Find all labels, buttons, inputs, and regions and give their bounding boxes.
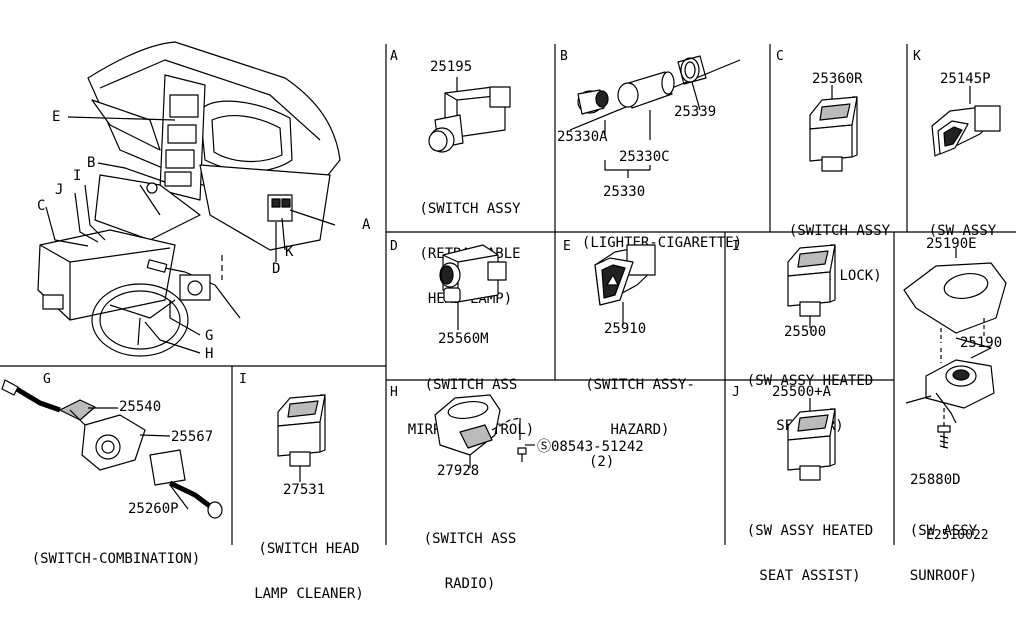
panel-h-part-number: 27928 — [437, 463, 480, 479]
callout-d: D — [272, 261, 281, 277]
panel-e-description: (SWITCH ASSY- HAZARD) — [557, 348, 723, 468]
callout-i: I — [73, 168, 82, 184]
panel-i-bottom-description: (SWITCH HEAD LAMP CLEANER) — [234, 512, 384, 632]
heated-seat-dr-switch-illustration — [787, 244, 836, 328]
panel-c-desc-line-1: (SWITCH ASSY — [788, 223, 891, 239]
panel-b-description: (LIGHTER-CIGARETTE) — [557, 206, 767, 281]
part-25330: 25330 — [603, 184, 646, 200]
vdc-switch-illustration — [931, 86, 1001, 157]
panel-i-top-part-number: 25500 — [784, 324, 827, 340]
panel-j-description: (SW ASSY HEATED SEAT ASSIST) — [727, 494, 893, 614]
part-25540: 25540 — [119, 399, 162, 415]
panel-d-desc-line-1: (SWITCH ASS — [424, 377, 518, 393]
panel-a-desc-line-1: (SWITCH ASSY — [419, 201, 521, 217]
mirror-control-switch-illustration — [439, 244, 507, 330]
panel-e-part-number: 25910 — [604, 321, 647, 337]
panel-e-letter: E — [563, 239, 571, 254]
panel-b-desc-line-1: (LIGHTER-CIGARETTE) — [581, 235, 743, 251]
part-25330a: 25330A — [557, 129, 608, 145]
diagram-code: E2510022 — [926, 528, 989, 543]
cigarette-lighter-illustration — [569, 55, 741, 178]
part-25880d: 25880D — [910, 472, 961, 488]
panel-h-description: (SWITCH ASS RADIO) — [390, 502, 550, 622]
screw-part-number: Ⓢ08543-51242 — [537, 439, 644, 455]
panel-grid-lines — [0, 44, 1016, 545]
door-lock-switch-illustration — [809, 85, 858, 172]
panel-i-bottom-desc-line-2: LAMP CLEANER) — [254, 586, 364, 602]
sunroof-desc-line-2: SUNROOF) — [909, 568, 978, 584]
overview-leader-lines — [45, 116, 336, 354]
part-25567: 25567 — [171, 429, 214, 445]
part-25260p: 25260P — [128, 501, 179, 517]
panel-k-desc-line-1: (SW ASSY — [928, 223, 997, 239]
panel-j-desc-line-1: (SW ASSY HEATED — [746, 523, 874, 539]
callout-g: G — [205, 328, 214, 344]
hazard-switch-illustration — [594, 244, 656, 325]
panel-h-desc-line-2: RADIO) — [444, 576, 496, 592]
panel-b-letter: B — [560, 49, 568, 64]
panel-j-desc-line-2: SEAT ASSIST) — [759, 568, 861, 584]
part-25330c: 25330C — [619, 149, 670, 165]
heated-seat-assist-switch-illustration — [787, 398, 836, 481]
panel-j-part-number: 25500+A — [772, 384, 832, 400]
panel-g-letter: G — [43, 372, 51, 387]
callout-j: J — [55, 182, 64, 198]
panel-c-letter: C — [776, 49, 784, 64]
panel-k-part-number: 25145P — [940, 71, 991, 87]
panel-g-desc-line-1: (SWITCH-COMBINATION) — [31, 551, 201, 567]
panel-i-top-letter: I — [732, 239, 740, 254]
panel-e-desc-line-1: (SWITCH ASSY- — [585, 377, 695, 393]
part-25339: 25339 — [674, 104, 717, 120]
panel-h-desc-line-1: (SWITCH ASS — [423, 531, 517, 547]
callout-h: H — [205, 346, 214, 362]
callout-a: A — [362, 217, 371, 233]
panel-a-part-number: 25195 — [430, 59, 473, 75]
callout-e: E — [52, 109, 61, 125]
parts-diagram: E B I J C A K D G H A 25195 (SWITCH ASSY… — [0, 41, 1016, 602]
callout-c: C — [37, 198, 46, 214]
panel-i-bottom-part-number: 27531 — [283, 482, 326, 498]
headlamp-cleaner-switch-illustration — [277, 394, 326, 482]
callout-b: B — [87, 155, 96, 171]
dashboard-illustration — [37, 41, 341, 357]
panel-j-letter: J — [732, 385, 740, 400]
panel-i-bottom-letter: I — [239, 372, 247, 387]
panel-i-top-desc-line-1: (SW ASSY HEATED — [746, 373, 874, 389]
part-25190e: 25190E — [926, 236, 977, 252]
panel-i-bottom-desc-line-1: (SWITCH HEAD — [258, 541, 360, 557]
part-25190: 25190 — [960, 335, 1003, 351]
radio-switch-illustration — [434, 394, 535, 468]
panel-d-letter: D — [390, 239, 398, 254]
headlamp-switch-illustration — [428, 77, 511, 153]
panel-k-letter: K — [913, 49, 921, 64]
sunroof-description: (SW ASSY SUNROOF) — [896, 494, 991, 614]
panel-e-desc-line-2: HAZARD) — [610, 422, 670, 438]
combination-switch-illustration — [1, 379, 223, 519]
sunroof-switch-illustration — [903, 248, 1007, 449]
panel-d-part-number: 25560M — [438, 331, 489, 347]
panel-h-letter: H — [390, 385, 398, 400]
callout-k: K — [285, 244, 294, 260]
panel-g-description: (SWITCH-COMBINATION) — [2, 522, 230, 597]
panel-a-letter: A — [390, 49, 398, 64]
screw-quantity: (2) — [589, 454, 615, 470]
sunroof-desc-line-1: (SW ASSY — [909, 523, 978, 539]
panel-c-part-number: 25360R — [812, 71, 863, 87]
